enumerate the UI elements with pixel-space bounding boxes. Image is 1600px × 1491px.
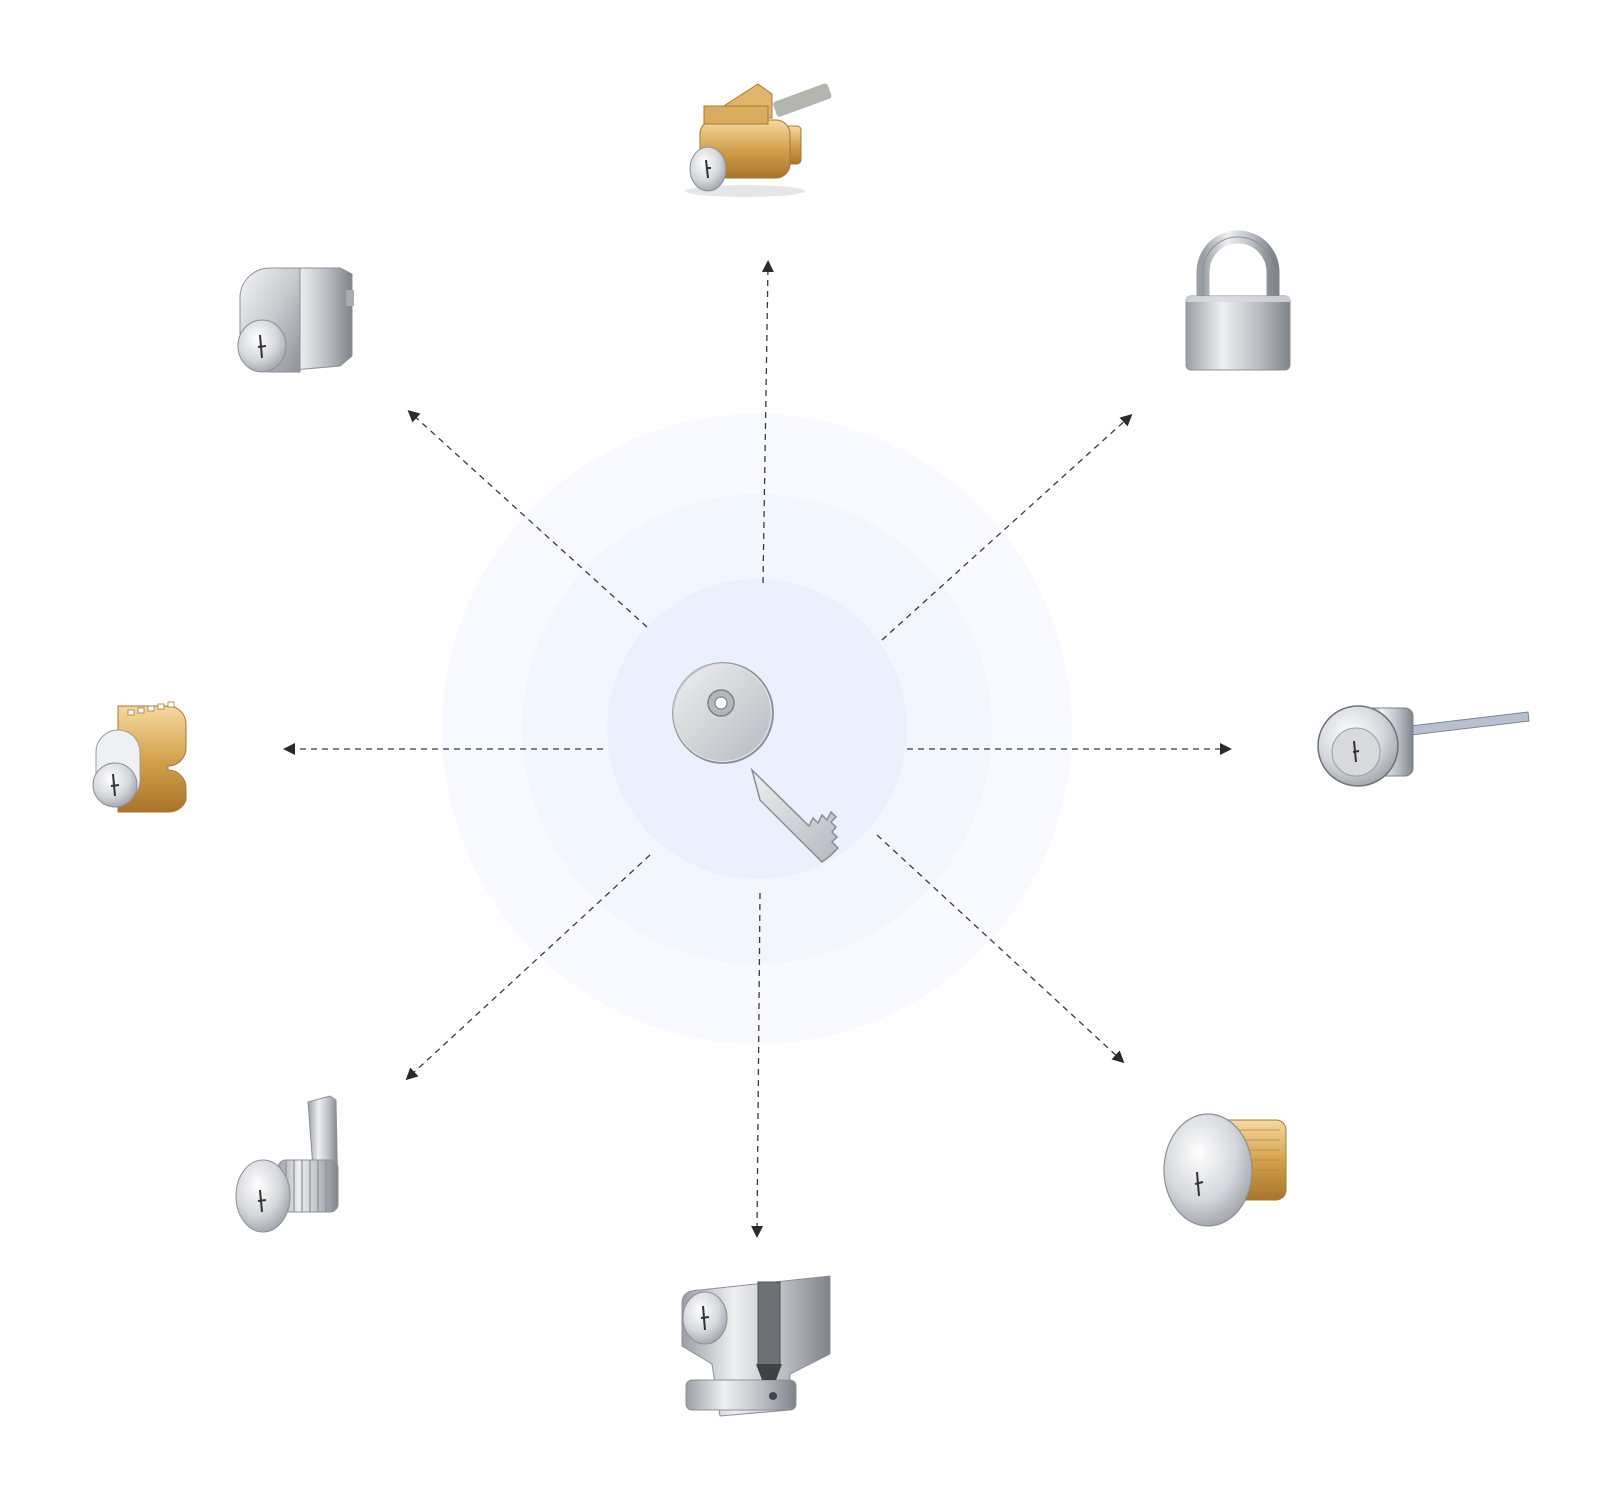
oval-cylinder-icon <box>237 267 354 373</box>
connector-bottom <box>751 892 764 1238</box>
mortise-cylinder-icon <box>1163 1113 1287 1227</box>
padlock-icon <box>1185 230 1291 371</box>
interchangeable-core-icon <box>92 701 187 813</box>
connector-top <box>761 260 774 584</box>
connector-top-right <box>881 413 1133 641</box>
connector-bottom-right <box>876 834 1125 1064</box>
cam-lock-icon <box>235 1095 339 1233</box>
master-key-icon <box>672 662 840 863</box>
key-in-knob-cylinder-icon <box>685 83 832 197</box>
rim-cylinder-icon <box>1317 705 1530 787</box>
connector-top-left <box>407 409 648 628</box>
euro-profile-cylinder-icon <box>681 1275 831 1417</box>
